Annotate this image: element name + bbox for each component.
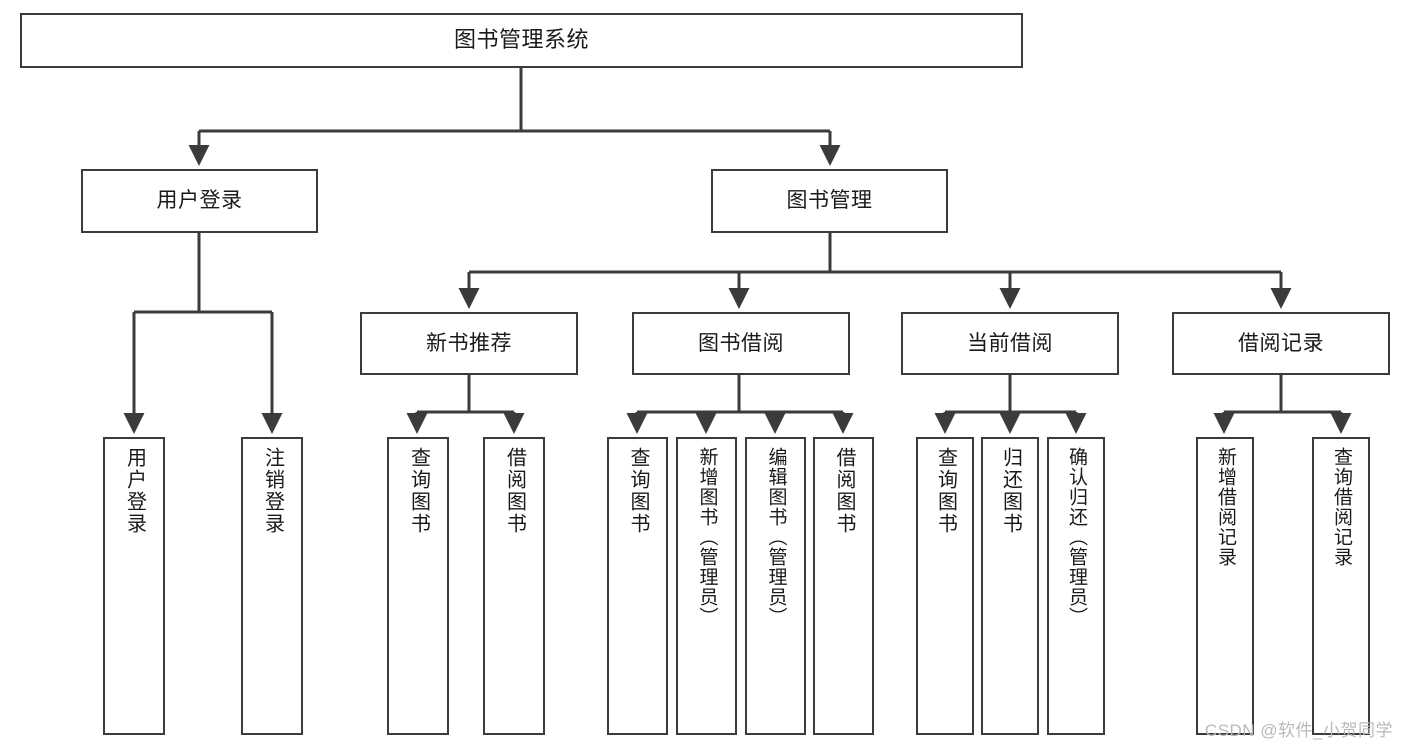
node-label: 查询图书 [934, 447, 957, 535]
leaf-user-login-login[interactable]: 用户登录 [103, 437, 165, 735]
node-label: 注销登录 [261, 447, 284, 535]
leaf-user-login-logout[interactable]: 注销登录 [241, 437, 303, 735]
node-user-login[interactable]: 用户登录 [81, 169, 318, 233]
leaf-recommend-borrow-book[interactable]: 借阅图书 [483, 437, 545, 735]
node-new-book-recommend[interactable]: 新书推荐 [360, 312, 578, 375]
node-book-borrow[interactable]: 图书借阅 [632, 312, 850, 375]
leaf-record-query-record[interactable]: 查询借阅记录 [1312, 437, 1370, 735]
leaf-current-query-book[interactable]: 查询图书 [916, 437, 974, 735]
node-label: 借阅图书 [833, 447, 855, 535]
node-label: 当前借阅 [967, 331, 1053, 355]
node-label: 查询图书 [627, 447, 649, 535]
node-current-borrow[interactable]: 当前借阅 [901, 312, 1119, 375]
node-label: 查询图书 [407, 447, 430, 535]
node-label: 归还图书 [999, 447, 1022, 535]
leaf-current-return-book[interactable]: 归还图书 [981, 437, 1039, 735]
node-label: 借阅图书 [503, 447, 526, 535]
leaf-borrow-edit-book-admin[interactable]: 编辑图书（管理员） [745, 437, 806, 735]
leaf-borrow-borrow-book[interactable]: 借阅图书 [813, 437, 874, 735]
node-label: 新书推荐 [426, 331, 512, 355]
node-label: 借阅记录 [1238, 331, 1324, 355]
leaf-current-confirm-return-admin[interactable]: 确认归还（管理员） [1047, 437, 1105, 735]
node-label: 用户登录 [156, 189, 243, 213]
node-label: 图书借阅 [698, 331, 784, 355]
node-label: 新增图书（管理员） [696, 447, 718, 627]
node-label: 图书管理 [786, 189, 873, 213]
leaf-recommend-query-book[interactable]: 查询图书 [387, 437, 449, 735]
node-label: 查询借阅记录 [1330, 447, 1352, 567]
node-root-system[interactable]: 图书管理系统 [20, 13, 1023, 68]
node-book-management[interactable]: 图书管理 [711, 169, 948, 233]
node-label: 编辑图书（管理员） [765, 447, 787, 627]
node-label: 用户登录 [123, 447, 146, 535]
node-borrow-record[interactable]: 借阅记录 [1172, 312, 1390, 375]
csdn-watermark: CSDN @软件_小贺同学 [1204, 721, 1393, 740]
node-label: 图书管理系统 [453, 27, 589, 53]
leaf-record-add-record[interactable]: 新增借阅记录 [1196, 437, 1254, 735]
leaf-borrow-query-book[interactable]: 查询图书 [607, 437, 668, 735]
node-label: 确认归还（管理员） [1065, 447, 1087, 627]
leaf-borrow-add-book-admin[interactable]: 新增图书（管理员） [676, 437, 737, 735]
node-label: 新增借阅记录 [1214, 447, 1236, 567]
